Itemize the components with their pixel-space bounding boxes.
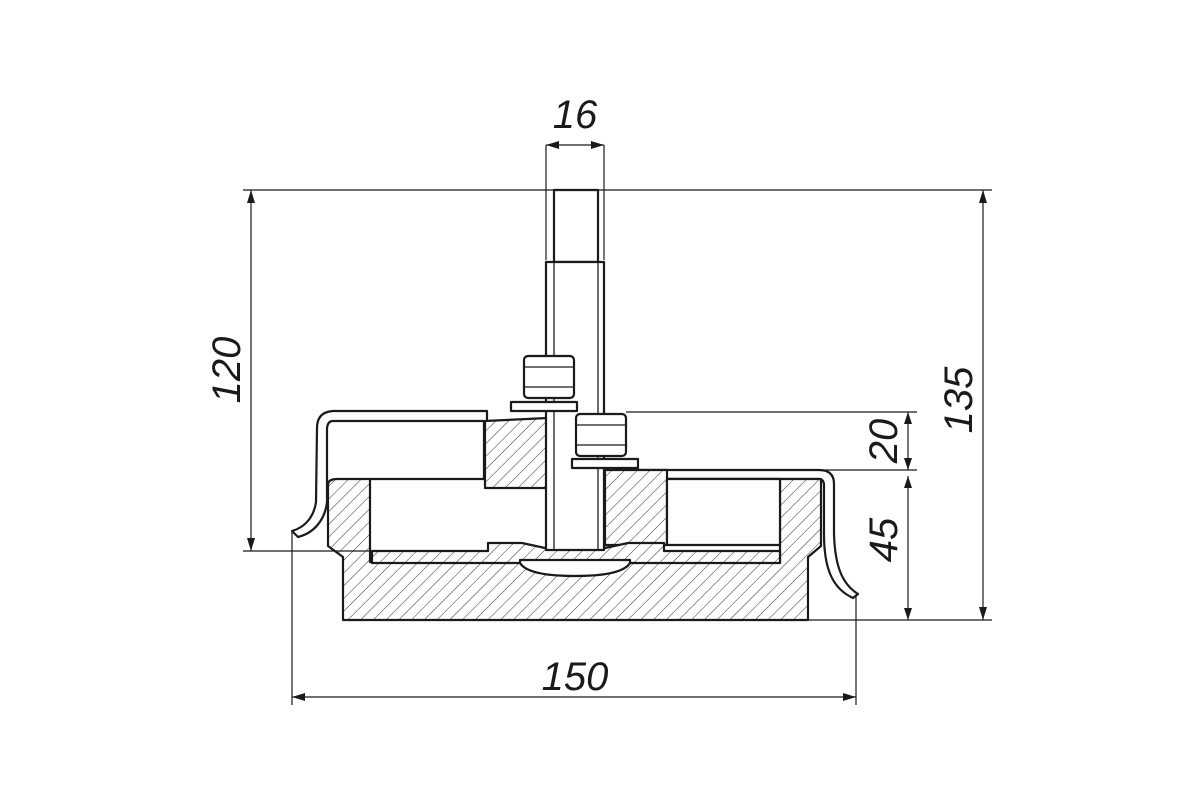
hub-right-pocket [665, 477, 782, 547]
dim-base-45: 45 [862, 476, 912, 620]
dim-label-20: 20 [862, 419, 906, 465]
dim-label-150: 150 [542, 655, 609, 699]
hub-body [483, 416, 550, 490]
lower-nut [570, 412, 640, 470]
ball-pivot [518, 558, 632, 578]
dim-label-45: 45 [862, 517, 906, 562]
part-geometry [290, 188, 860, 622]
hub-right [603, 468, 669, 547]
dim-height-135: 135 [598, 189, 992, 621]
dimensions: 16 120 135 20 [205, 93, 992, 705]
upper-nut [509, 354, 579, 413]
dim-label-16: 16 [553, 93, 598, 137]
dim-step-20: 20 [626, 411, 917, 471]
dim-bolt-diameter: 16 [545, 93, 605, 260]
bottom-plate [370, 541, 782, 565]
dim-label-120: 120 [205, 337, 249, 404]
dim-label-135: 135 [937, 366, 981, 433]
dim-width-150: 150 [291, 531, 857, 705]
dim-height-120: 120 [205, 189, 554, 552]
bolt-upper [552, 188, 600, 264]
cover-shell [290, 409, 860, 600]
